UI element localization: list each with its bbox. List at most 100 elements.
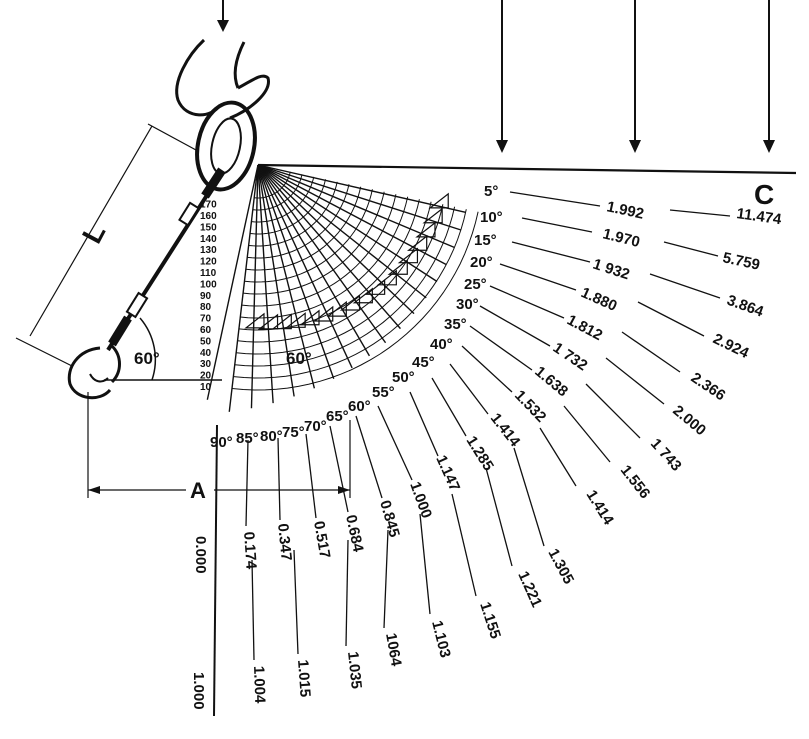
angle-label: 5° [484,183,498,200]
angle-label: 20° [470,254,493,271]
scale-mark-label: 110 [200,268,217,279]
scale-arc [236,204,444,355]
angle-triangle [352,287,373,304]
angle-label: 50° [392,369,415,386]
length-dimension [15,123,197,367]
leader-line [489,285,565,319]
scale-arc [232,211,479,391]
b-value: 0.684 [342,513,367,554]
c-value: 3.864 [725,292,767,321]
arrow-hook [217,0,229,32]
c-value: 2.000 [669,402,709,439]
b-value: 1.880 [578,284,619,315]
scale-arc [233,209,467,379]
angle-triangle [326,300,347,317]
scale-mark-label: 150 [200,222,217,233]
angle-ray [257,164,447,266]
c-value: 1.000 [190,672,207,710]
column-c-label: C [754,179,774,210]
b-value: 1.414 [487,410,524,451]
b-value: 1.970 [601,225,642,251]
scale-mark-label: 170 [200,200,217,211]
b-value: 0.347 [274,523,295,562]
hook-angle-label: 60° [134,349,160,368]
angle-label: 25° [464,276,487,293]
leader-line [621,331,681,373]
c-value: 1.015 [294,659,314,698]
c-value: 1.414 [583,487,618,528]
length-label: L [76,219,111,249]
scale-arc [234,206,456,367]
leader-line [605,357,665,405]
angle-label: 40° [430,336,453,353]
angle-triangle [339,294,361,311]
leader-line [383,529,389,629]
angle-label: 15° [474,232,497,249]
angle-ray [257,164,353,369]
scale-mark-label: 160 [200,211,217,222]
c-value: 5.759 [721,249,761,273]
angle-triangle [285,312,306,328]
b-value: 1.992 [605,198,645,222]
leader-line [669,209,731,217]
leader-line [345,539,349,647]
arrow-column-a [496,0,508,153]
b-value: 1.638 [531,363,571,400]
leader-line [355,415,383,499]
c-value: 2.924 [710,330,752,362]
angle-ray [257,164,415,315]
angle-ray [257,164,427,299]
scale-arc [251,176,315,223]
b-value: 1.285 [463,433,497,474]
c-value: 11.474 [735,205,783,228]
scale-arc [247,184,350,259]
leader-line [461,345,513,393]
angle-triangle [271,313,292,330]
b-value: 1.532 [511,387,549,426]
leader-line [277,437,281,521]
angle-label: 30° [456,296,479,313]
angle-ray [206,164,259,400]
angle-triangle [299,309,320,326]
scale-mark-label: 120 [200,257,217,268]
b-value: 1 732 [550,339,591,374]
angle-triangle [313,305,334,322]
angle-ray [257,164,274,404]
angle-triangle [244,312,265,329]
angle-ray [228,164,259,412]
b-column-rule [213,424,218,717]
leader-line [521,217,593,233]
c-value: 1.305 [544,546,577,587]
scale-mark-label: 20 [200,371,212,382]
scale-arc [243,191,385,295]
scale-mark-label: 10 [200,382,212,393]
leader-line [469,325,533,371]
angle-ray [250,164,259,409]
c-value: 1.004 [250,666,268,705]
angle-ray [257,164,461,231]
angle-label: 90° [210,434,233,451]
leader-line [245,439,249,527]
scale-arc [248,181,338,247]
leader-line [329,425,349,513]
leader-line [305,433,317,519]
angle-label: 65° [326,408,349,425]
angle-ray [257,164,371,357]
b-value: 1.147 [432,453,463,494]
leader-line [499,263,577,291]
scale-arc [244,189,373,283]
angle-triangle [428,192,449,209]
leader-line [637,301,705,337]
leader-line [293,549,299,655]
angle-triangle [257,313,279,330]
leader-line [449,363,489,415]
leader-line [419,513,431,615]
leader-line [479,305,551,347]
leader-line [585,383,641,439]
arrow-column-c [763,0,775,153]
angle-triangle [422,207,443,224]
scale-mark-label: 140 [200,234,217,245]
leader-line [251,559,255,661]
leader-line [451,493,477,597]
